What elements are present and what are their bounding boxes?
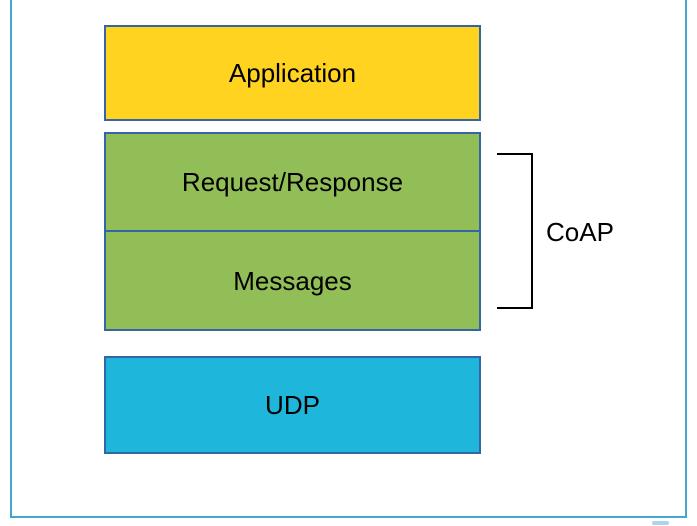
udp-layer-box: UDP — [104, 356, 481, 454]
application-layer-box: Application — [104, 25, 481, 121]
coap-label: CoAP — [546, 217, 614, 247]
slide-frame — [10, 0, 687, 518]
application-layer-label: Application — [228, 58, 357, 88]
request-response-cell: Request/Response — [106, 134, 479, 230]
udp-layer-label: UDP — [265, 390, 320, 420]
corner-artifact — [652, 521, 669, 525]
request-response-label: Request/Response — [181, 167, 404, 197]
messages-cell: Messages — [106, 230, 479, 329]
coap-group-box: Request/Response Messages — [104, 132, 481, 331]
coap-bracket — [497, 153, 533, 309]
messages-label: Messages — [233, 265, 352, 296]
